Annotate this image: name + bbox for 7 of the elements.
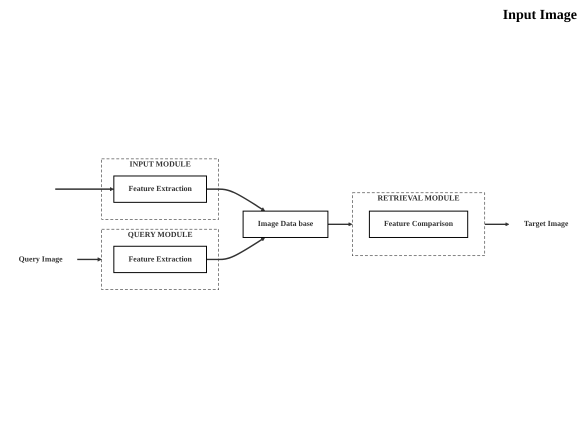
arrow [77,257,102,262]
arrow [484,222,510,226]
arrow [206,188,266,212]
arrow [206,236,266,260]
arrow [328,222,352,226]
image-label: Input Image [502,8,577,24]
arrow [55,186,114,191]
